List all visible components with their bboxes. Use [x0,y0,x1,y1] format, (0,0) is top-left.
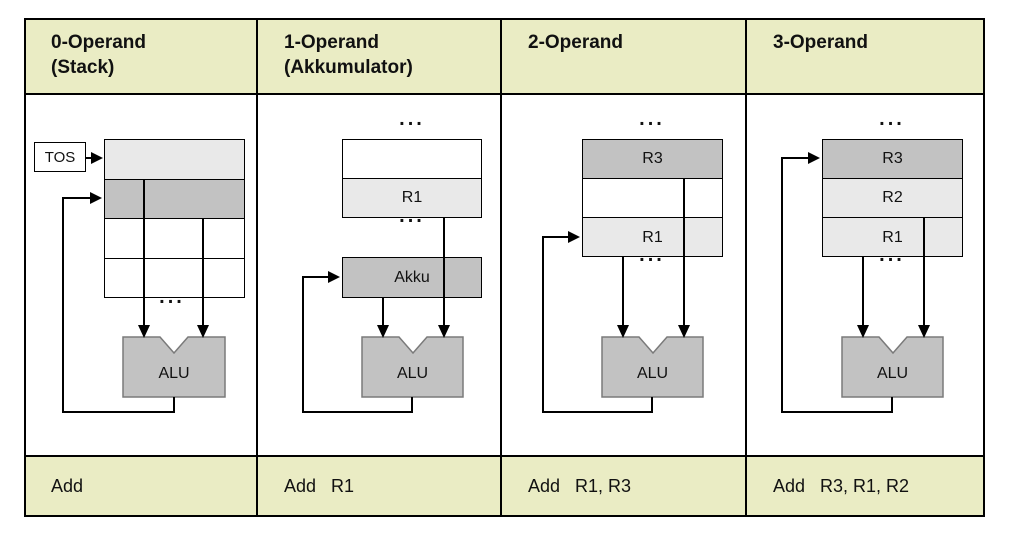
header-line: 2-Operand [528,32,624,53]
header-line: (Akkumulator) [284,57,413,78]
stack-row-3 [105,219,244,259]
arrowhead-alu-input-right [678,325,690,338]
arrowhead-writeback-akku [328,271,340,283]
arrowhead-writeback-r1 [568,231,580,243]
stack-row-tos [105,140,244,180]
arrowhead-alu-input-right [438,325,450,338]
instruction-cell-0-operand: Add [51,475,84,496]
arrowhead-alu-input-left [377,325,389,338]
register-box-akkumulator [342,139,482,218]
instruction-cell-3-operand: Add R3, R1, R2 [773,475,910,496]
instruction-cell-1-operand: Add R1 [284,475,355,496]
header-band [24,18,985,95]
register-label-r2: R2 [882,189,903,206]
akku-label: Akku [394,268,430,286]
regfile3-ellipsis-top: ... [879,108,905,130]
register-row-r1 [343,179,481,217]
column-header-3-operand: 3-Operand [773,30,868,55]
regfile1-ellipsis-bottom: ... [399,205,425,227]
stack-row-2 [105,179,244,219]
header-line: 0-Operand [51,32,147,53]
alu-label: ALU [636,365,669,382]
column-separator-1 [256,18,258,517]
register-label-r1: R1 [401,189,423,206]
column-header-2-operand: 2-Operand [528,30,623,55]
register-label-r3: R3 [642,149,663,167]
stack-box [104,139,245,298]
arrowhead-alu-input-right [197,325,209,338]
column-separator-3 [745,18,747,517]
register-row-empty [343,140,481,179]
register-row-empty [583,179,722,218]
column-header-0-operand: 0-Operand (Stack) [51,30,146,80]
regfile1-ellipsis-top: ... [399,108,425,130]
arrowhead-writeback-stack [90,192,102,204]
column-header-1-operand: 1-Operand (Akkumulator) [284,30,413,80]
instruction-cell-2-operand: Add R1, R3 [528,475,632,496]
stack-ellipsis: ... [159,286,185,308]
register-row-r3 [583,140,722,179]
column-separator-2 [500,18,502,517]
header-line: (Stack) [51,57,115,78]
tos-box: TOS [34,142,86,172]
arrowhead-alu-input-left [857,325,869,338]
alu-label: ALU [158,365,190,382]
arrowhead-alu-input-right [918,325,930,338]
regfile2-ellipsis-top: ... [639,108,665,130]
footer-band [24,455,985,517]
regfile3-ellipsis-bottom: ... [879,244,905,266]
alu-label: ALU [876,365,909,382]
register-label-r3: R3 [882,149,903,167]
arrowhead-writeback-r3 [808,152,820,164]
arrowhead-alu-input-left [138,325,150,338]
arrowhead-tos [91,152,103,164]
header-line: 1-Operand [284,32,380,53]
alu-label: ALU [396,365,429,382]
arrowhead-alu-input-left [617,325,629,338]
regfile2-ellipsis-bottom: ... [639,244,665,266]
header-line: 3-Operand [773,32,869,53]
